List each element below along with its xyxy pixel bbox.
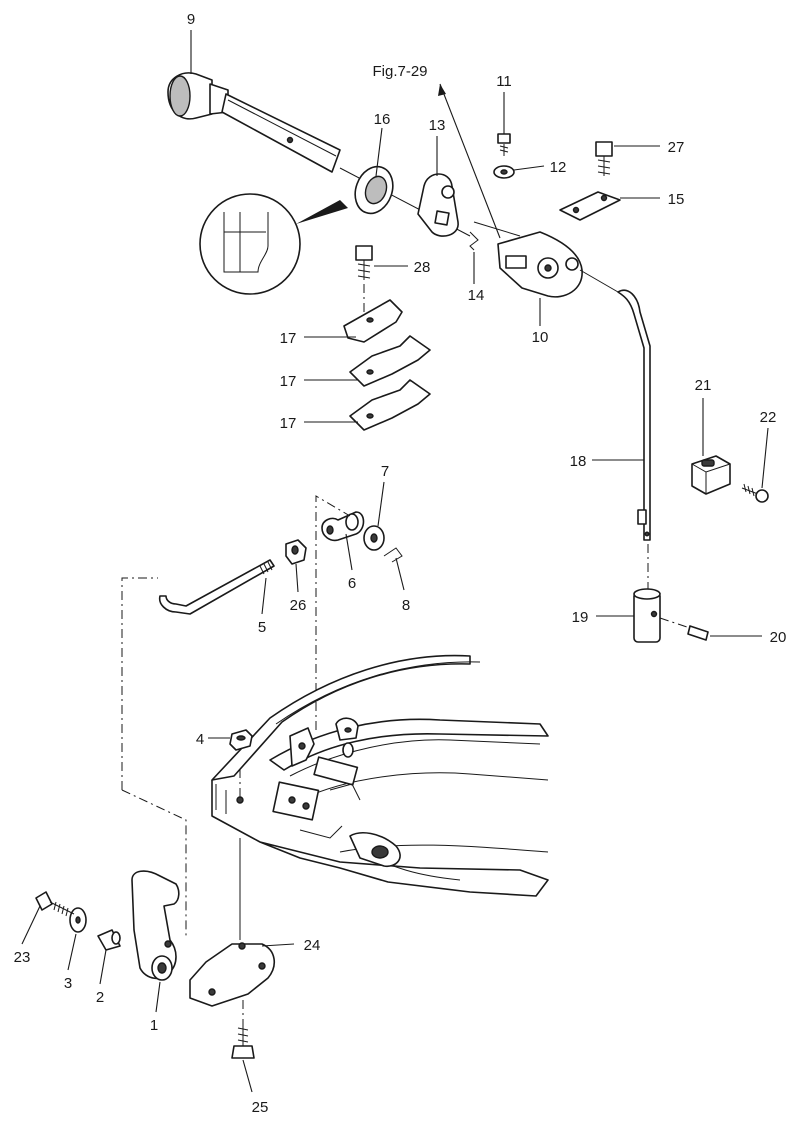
- part-14-clip: [469, 231, 479, 251]
- leader-23: [761, 427, 769, 489]
- callout-22: 21: [695, 377, 712, 394]
- callout-9: 9: [187, 11, 195, 28]
- callout-2: 2: [96, 989, 104, 1006]
- inset-arrow: [296, 200, 348, 224]
- part-3-washer: [69, 907, 87, 933]
- part-1-lever: [131, 870, 180, 981]
- part-4-nut: [229, 729, 253, 751]
- callout-28: 27: [668, 139, 685, 156]
- part-23-screw: [741, 483, 769, 503]
- part-27-nut: [285, 539, 307, 565]
- callout-19: 18: [570, 453, 587, 470]
- leader-2: [99, 949, 107, 985]
- callout-16: 16: [374, 111, 391, 128]
- part-20-sleeve: [633, 588, 661, 643]
- callout-27: 26: [290, 597, 307, 614]
- callout-26: 25: [252, 1099, 269, 1116]
- part-13-arm: [417, 173, 459, 237]
- callout-1: 1: [150, 1017, 158, 1034]
- part-21-pin: [687, 625, 709, 641]
- leader-3: [67, 933, 77, 971]
- leader-26: [242, 1059, 253, 1093]
- leader-25: [261, 943, 295, 947]
- part-22-block: [691, 455, 731, 495]
- leader-12: [513, 165, 545, 171]
- callout-10: 10: [532, 329, 549, 346]
- callout-5: 5: [258, 619, 266, 636]
- callout-6: 6: [348, 575, 356, 592]
- part-2-bushing: [97, 929, 121, 951]
- part-6-link: [321, 511, 365, 542]
- leader-7: [377, 481, 385, 527]
- callout-15: 15: [668, 191, 685, 208]
- part-26-bolt: [231, 1024, 255, 1059]
- part-28-bolt: [595, 141, 613, 176]
- leader-8: [395, 557, 405, 591]
- callout-13: 13: [429, 117, 446, 134]
- part-7-washer: [363, 525, 385, 551]
- leader-24: [21, 905, 41, 945]
- leader-5: [261, 577, 267, 615]
- figure-reference-label: Fig.7-29: [372, 63, 427, 80]
- part-25-bracket: [189, 942, 275, 1007]
- callout-11: 11: [496, 73, 512, 90]
- callout-14: 14: [468, 287, 485, 304]
- callout-20: 19: [572, 609, 589, 626]
- callout-8: 8: [402, 597, 410, 614]
- seal-detail-inset: [199, 193, 301, 295]
- part-9-shaft: [167, 72, 341, 173]
- leader-16: [375, 127, 383, 177]
- part-16-seal: [354, 165, 394, 215]
- leader-1: [155, 981, 161, 1013]
- callout-23: 22: [760, 409, 777, 426]
- callout-25: 24: [304, 937, 321, 954]
- part-11-screw: [497, 133, 511, 156]
- callout-3: 3: [64, 975, 72, 992]
- part-8-clip: [383, 547, 403, 563]
- part-12-washer: [493, 165, 515, 179]
- callout-24: 23: [14, 949, 31, 966]
- callout-17-upper: 17: [280, 373, 297, 390]
- part-10-bracket: [473, 221, 583, 298]
- callout-4: 4: [196, 731, 204, 748]
- part-17-plate-upper: [349, 335, 431, 387]
- callout-29: 28: [414, 259, 431, 276]
- part-15-plate: [559, 191, 621, 221]
- callout-7: 7: [381, 463, 389, 480]
- leader-27: [295, 563, 299, 593]
- part-29-bolt: [355, 245, 373, 280]
- callout-18: 17: [280, 330, 297, 347]
- part-5-rod: [158, 559, 275, 615]
- part-17-plate-lower: [349, 379, 431, 431]
- callout-17-lower: 17: [280, 415, 297, 432]
- bottom-frame-assembly: [211, 654, 549, 897]
- part-24-bolt: [35, 891, 75, 917]
- part-19-rod: [617, 289, 651, 541]
- callout-12: 12: [550, 159, 567, 176]
- part-18-plate: [343, 299, 403, 343]
- callout-21: 20: [770, 629, 787, 646]
- figure-reference-arrow: [439, 83, 501, 239]
- figure-reference-arrowhead: [438, 84, 446, 96]
- leader-6: [345, 533, 353, 571]
